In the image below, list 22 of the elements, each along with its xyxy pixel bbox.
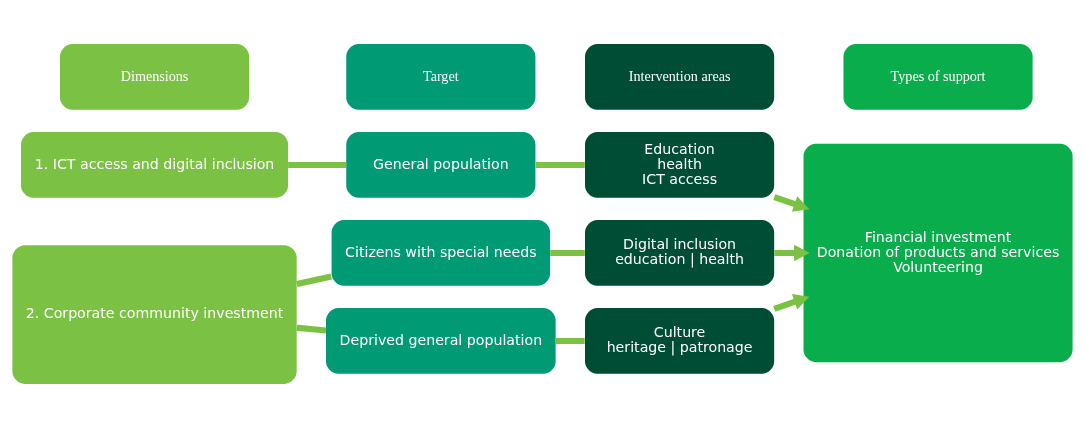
node-box: Intervention areas [585,44,775,110]
node-box: Digital inclusion education | health [585,220,775,286]
node-box: Citizens with special needs [331,220,551,286]
connector [288,161,346,168]
arrow [774,244,810,262]
arrow [773,294,810,312]
node-box: General population [346,132,536,198]
node-box: 2. Corporate community investment [12,245,297,384]
connector [550,249,585,256]
arrow [773,194,810,212]
node-box: Education health ICT access [585,132,775,198]
node-box: Culture heritage | patronage [585,308,775,374]
node-box: Types of support [843,44,1033,110]
node-box: Target [346,44,536,110]
node-box: Deprived general population [326,308,556,374]
node-box: Financial investment Donation of products and services Volunteering [803,143,1073,363]
connector [555,337,585,344]
connector [296,273,332,287]
connector [535,161,585,168]
node-box: 1. ICT access and digital inclusion [21,132,289,198]
connector [296,324,327,334]
node-box: Dimensions [59,44,250,110]
